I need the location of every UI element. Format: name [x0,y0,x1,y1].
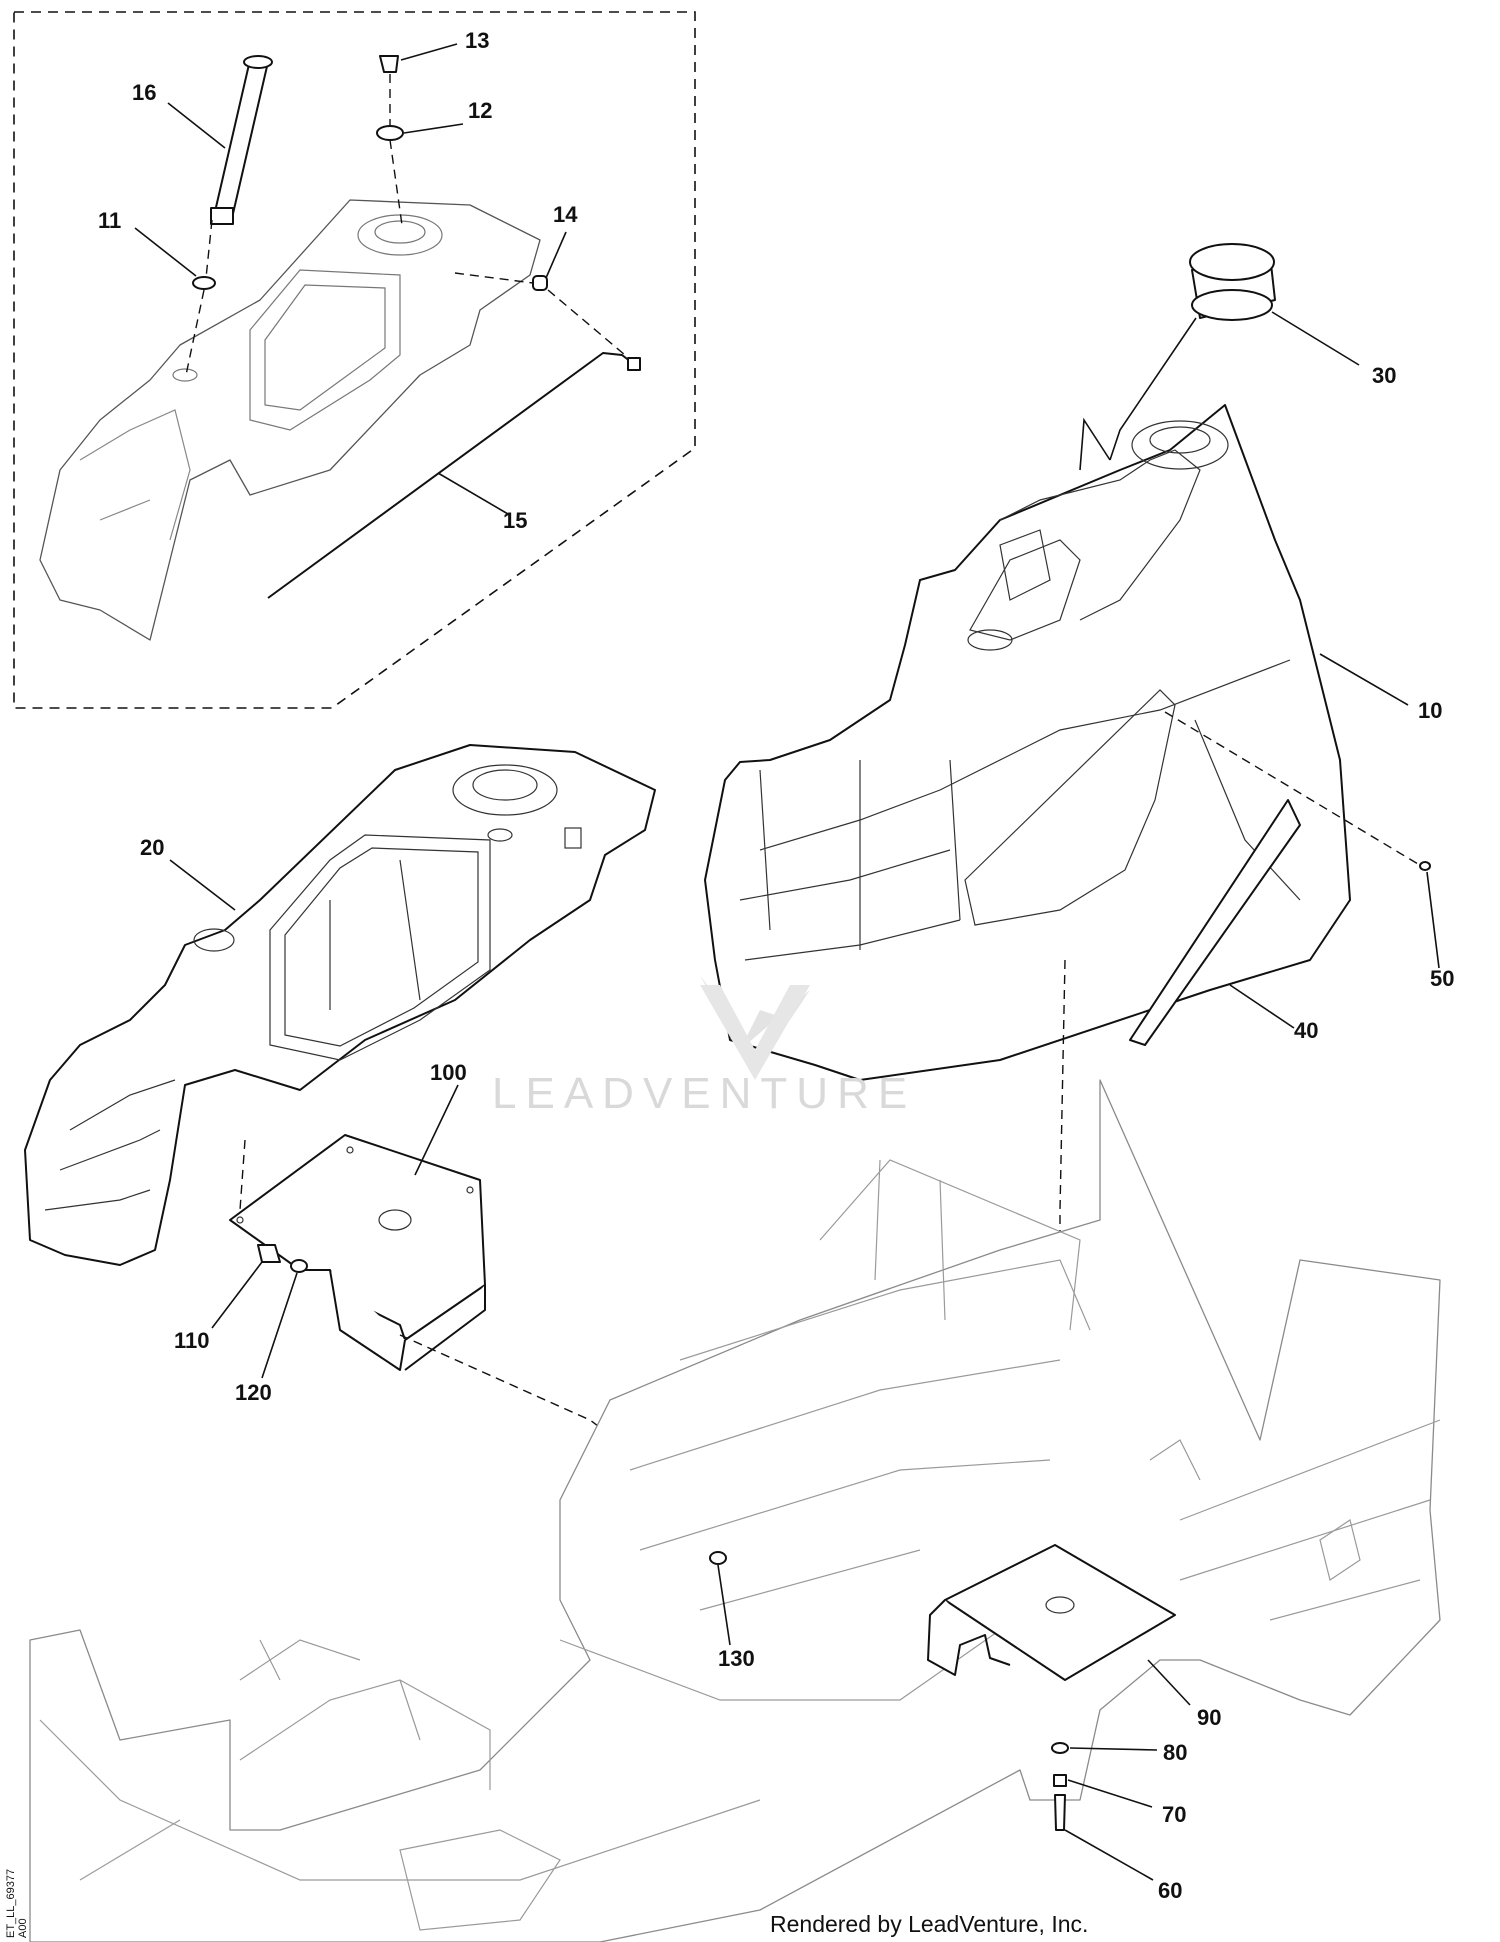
callout-70: 70 [1162,1802,1186,1827]
nut-part-130 [709,1551,727,1565]
callout-12: 12 [468,98,492,123]
drawing-id: ET_LL_69377 [5,1869,17,1938]
callout-100: 100 [430,1060,467,1085]
drawing-revision: A00 [17,1918,29,1938]
washer-part-80 [1051,1742,1069,1754]
callout-16: 16 [132,80,156,105]
washer-part-120 [290,1259,308,1273]
shield-part-40 [1129,799,1301,1046]
bracket-part-100 [229,1134,486,1371]
plate-part-90 [927,1544,1176,1681]
callout-10: 10 [1418,698,1442,723]
grommet-part-12 [376,125,404,141]
callout-130: 130 [718,1646,755,1671]
render-credit: Rendered by LeadVenture, Inc. [770,1911,1088,1937]
callout-80: 80 [1163,1740,1187,1765]
callout-90: 90 [1197,1705,1221,1730]
nut-part-70 [1053,1774,1067,1787]
callout-11: 11 [98,208,121,233]
grommet-part-11 [192,276,216,290]
bushing-part-14 [532,275,548,291]
pin-part-110 [257,1244,281,1263]
leader-lines [134,43,1440,1881]
mower-frame [29,1079,1441,1942]
watermark-text: LEADVENTURE [492,1069,916,1118]
callout-50: 50 [1430,966,1454,991]
callout-120: 120 [235,1380,272,1405]
callout-40: 40 [1294,1018,1318,1043]
bolt-part-60 [1054,1794,1066,1831]
callout-20: 20 [140,835,164,860]
fuel-cap-part-30 [1079,243,1276,471]
fuel-tank-part-20 [24,744,656,1266]
callout-60: 60 [1158,1878,1182,1903]
callout-110: 110 [174,1328,210,1353]
fitting-part-13 [379,55,399,73]
callout-13: 13 [465,28,489,53]
kit-fuel-tank [39,199,541,641]
callout-15: 15 [503,508,527,533]
callout-14: 14 [553,202,578,227]
fuel-sender-part-16 [210,55,273,225]
screw-part-50 [1419,861,1431,871]
callout-30: 30 [1372,363,1396,388]
watermark: LEADVENTURE [492,975,916,1118]
fuel-tank-part-10 [704,404,1351,1081]
kit-boundary [13,11,696,709]
